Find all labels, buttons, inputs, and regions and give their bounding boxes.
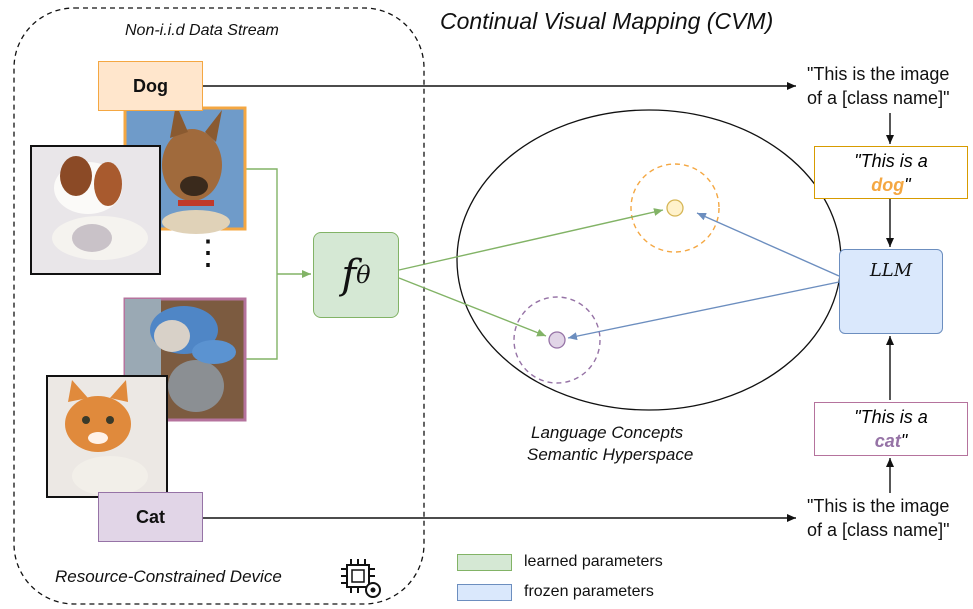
- cat-prompt-line2: cat": [875, 429, 907, 453]
- dog-photo-beagle: [30, 145, 161, 275]
- diagram-title: Continual Visual Mapping (CVM): [440, 8, 774, 34]
- cat-template-line2: of a [class name]": [807, 520, 950, 540]
- llm-label: LLM: [869, 260, 913, 281]
- legend-frozen-swatch: [457, 584, 512, 601]
- cat-photo-orange: [46, 375, 168, 498]
- dog-class-text: Dog: [133, 75, 168, 96]
- chip-gear-icon: [341, 559, 381, 598]
- dog-template-prompt: "This is the image of a [class name]": [807, 62, 949, 110]
- dog-prompt-suffix: ": [904, 174, 911, 195]
- model-symbol: f: [341, 252, 357, 298]
- device-frame: [13, 7, 425, 605]
- model-to-dog-arrow: [398, 208, 664, 271]
- cat-class-label: Cat: [98, 492, 203, 542]
- data-stream-label: Non-i.i.d Data Stream: [125, 22, 279, 39]
- dog-prompt-prefix: "This is a: [854, 150, 928, 171]
- cat-prompt-suffix: ": [900, 431, 908, 451]
- more-images-ellipsis: ⋮: [191, 234, 225, 272]
- cat-template-line1: "This is the image: [807, 496, 950, 516]
- cat-embedding-point: [548, 331, 566, 349]
- model-subscript: θ: [356, 261, 371, 289]
- hyperspace-caption-line1: Language Concepts: [531, 423, 684, 442]
- dog-template-line1: "This is the image: [807, 64, 950, 84]
- legend-learned-swatch: [457, 554, 512, 571]
- dog-prompt-box: "This is a dog": [814, 146, 968, 199]
- model-to-cat-arrow: [398, 277, 547, 337]
- device-label: Resource-Constrained Device: [55, 567, 282, 586]
- dog-prompt-line2: dog": [871, 173, 910, 197]
- cat-template-prompt: "This is the image of a [class name]": [807, 494, 949, 542]
- legend-learned-label: learned parameters: [524, 553, 663, 570]
- dog-region: [630, 163, 720, 253]
- hyperspace-ellipse: [456, 109, 842, 411]
- llm-block: LLM: [839, 249, 943, 334]
- cat-prompt-box: "This is a cat": [814, 402, 968, 456]
- cat-prompt-class: cat: [874, 431, 901, 451]
- cat-class-text: Cat: [135, 506, 165, 527]
- dog-image-connector: [245, 168, 278, 274]
- cat-prompt-prefix: "This is a: [854, 407, 928, 427]
- hyperspace-caption-line2: Semantic Hyperspace: [527, 445, 694, 464]
- llm-to-dog-arrow: [696, 212, 840, 277]
- dog-embedding-point: [666, 199, 684, 217]
- dog-class-label: Dog: [98, 61, 203, 111]
- dog-template-line2: of a [class name]": [807, 88, 950, 108]
- cat-image-connector: [245, 274, 278, 360]
- cat-region: [513, 296, 601, 384]
- legend-frozen-label: frozen parameters: [524, 583, 654, 600]
- llm-to-cat-arrow: [567, 281, 840, 341]
- dog-prompt-class: dog: [871, 174, 905, 195]
